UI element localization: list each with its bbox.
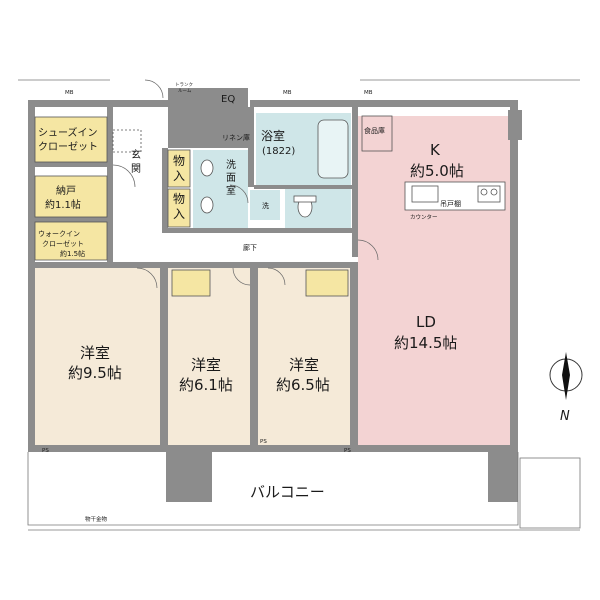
- bath-label-1: 浴室: [261, 128, 285, 143]
- linen-label: リネン庫: [222, 133, 250, 142]
- wall-storage-right: [107, 107, 113, 262]
- wall-corridor-bottom: [28, 262, 358, 268]
- monohoshi-label: 物干金物: [85, 515, 108, 523]
- column-right-top: [508, 110, 522, 140]
- wall-bottom: [28, 445, 518, 452]
- ps-label-1: PS: [42, 448, 49, 454]
- bath-label-2: (1822): [262, 146, 295, 157]
- closet-b3: [306, 270, 348, 296]
- sink: [411, 185, 439, 203]
- walls: [28, 88, 522, 502]
- mb-label-1: MB: [65, 90, 74, 96]
- genkan-label-1: 玄: [131, 148, 141, 161]
- nando-label-2: 約1.1帖: [45, 198, 81, 211]
- trunk-label-2: ルーム: [178, 88, 192, 94]
- ps-label-2: PS: [260, 439, 267, 445]
- youshitsu2-area: [168, 268, 250, 445]
- senmen-label-3: 室: [226, 184, 236, 197]
- youshitsu2-label-2: 約6.1帖: [179, 376, 233, 394]
- kitchen-label-1: K: [430, 141, 441, 159]
- kitchen-counter: [404, 181, 506, 211]
- kitchen-label-2: 約5.0帖: [410, 162, 464, 180]
- wall-left: [28, 100, 35, 452]
- monoire1-label-2: 入: [173, 169, 185, 183]
- toilet-area: [285, 188, 351, 228]
- wall-monoire-left: [162, 148, 168, 230]
- wall-bed1-bed2: [160, 262, 168, 445]
- ld-label-2: 約14.5帖: [394, 334, 457, 352]
- senmen-label-1: 洗: [226, 159, 236, 171]
- walkin-label-1: ウォークイン: [38, 230, 80, 238]
- youshitsu1-label-2: 約9.5帖: [68, 364, 122, 382]
- wall-nando-bottom: [35, 217, 107, 222]
- bathtub: [317, 119, 349, 179]
- cooktop: [477, 185, 501, 203]
- wall-wet-bottom: [162, 228, 352, 233]
- compass-needle: [562, 352, 570, 400]
- shoes-closet-label-2: クローゼット: [38, 141, 98, 153]
- trunk-label-1: トランク: [175, 82, 193, 88]
- outlines: [34, 115, 506, 297]
- labels: MB MB MB EQ トランク ルーム シューズイン クローゼット 玄 関 納…: [38, 82, 464, 523]
- youshitsu2-label-1: 洋室: [191, 356, 221, 374]
- north-arrow: N: [549, 352, 583, 424]
- monoire2-label-1: 物: [173, 192, 185, 206]
- wall-ld-left: [352, 107, 358, 257]
- wall-shoes-bottom: [35, 162, 107, 167]
- balcony-label: バルコニー: [250, 483, 325, 501]
- youshitsu3-label-1: 洋室: [289, 356, 319, 374]
- genkan-label-2: 関: [131, 163, 141, 175]
- wall-right: [510, 100, 518, 452]
- rouka-label: 廊下: [243, 243, 257, 252]
- ld-label-1: LD: [416, 313, 436, 331]
- wall-bed3-ld: [350, 262, 358, 445]
- monoire2-area: [168, 189, 190, 227]
- wall-bath-left: [248, 107, 254, 187]
- monoire1-label-1: 物: [173, 154, 185, 168]
- wall-bed2-bed3: [250, 262, 258, 445]
- ps-label-3: PS: [344, 448, 351, 454]
- senmen-area: [193, 150, 248, 228]
- walkin-area: [35, 222, 107, 260]
- balcony-outline: [18, 79, 581, 531]
- youshitsu1-area: [35, 268, 160, 445]
- youshitsu1-label-1: 洋室: [80, 344, 110, 362]
- shoes-closet-label-1: シューズイン: [38, 126, 98, 139]
- youshitsu3-label-2: 約6.5帖: [276, 376, 330, 394]
- walkin-label-2: クローゼット: [42, 239, 84, 248]
- eq-label: EQ: [221, 94, 235, 105]
- monoire1-area: [168, 150, 190, 187]
- wall-top-right: [250, 100, 518, 107]
- youshitsu3-area: [258, 268, 350, 445]
- counter-label: カウンター: [410, 213, 438, 221]
- wall-bath-bottom: [254, 185, 352, 189]
- mb-label-3: MB: [364, 90, 373, 96]
- wall-top: [28, 100, 168, 107]
- column-bottom-right: [488, 452, 518, 502]
- tsuritodana-label: 吊戸棚: [440, 199, 461, 208]
- eq-column: [168, 88, 248, 148]
- mb-label-2: MB: [283, 90, 292, 96]
- column-bottom-left: [166, 452, 212, 502]
- nando-area: [35, 176, 107, 217]
- pantry-label: 食品庫: [364, 126, 385, 135]
- nando-label-1: 納戸: [56, 184, 76, 197]
- wash-label: 洗: [262, 201, 269, 210]
- shoes-closet-area: [35, 117, 107, 162]
- north-label: N: [560, 409, 570, 424]
- closet-b2: [172, 270, 210, 296]
- wash-area: [250, 190, 280, 220]
- door-swings: [112, 79, 379, 289]
- senmen-label-2: 面: [226, 173, 236, 184]
- walkin-label-3: 約1.5帖: [60, 249, 85, 258]
- monoire2-label-2: 入: [173, 207, 185, 221]
